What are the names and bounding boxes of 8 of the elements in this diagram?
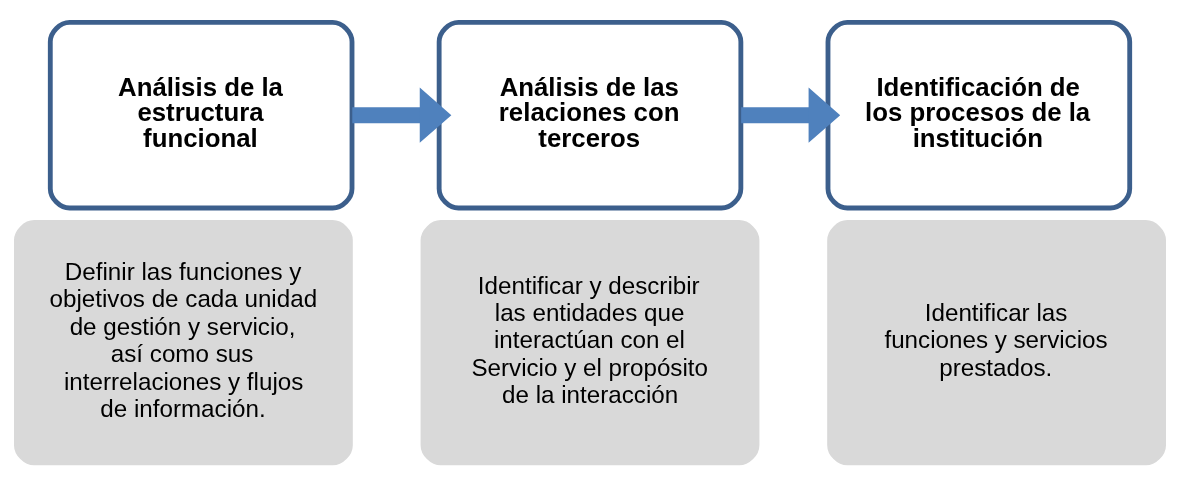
node-box: Identificar y describir las entidades que interactúan con el Servicio y el propósito de la interacción: [420, 219, 760, 465]
node-box: Definir las funciones y objetivos de cada unidad de gestión y servicio, así como sus interrelaciones y flujos de información.: [14, 219, 353, 465]
arrow: [741, 87, 841, 143]
node-box: Análisis de las relaciones con terceros: [436, 19, 744, 210]
node-box: Identificación de los procesos de la institución: [825, 19, 1133, 210]
node-box: Identificar las funciones y servicios prestados.: [827, 219, 1166, 465]
arrow: [352, 87, 452, 143]
node-box: Análisis de la estructura funcional: [47, 19, 355, 210]
